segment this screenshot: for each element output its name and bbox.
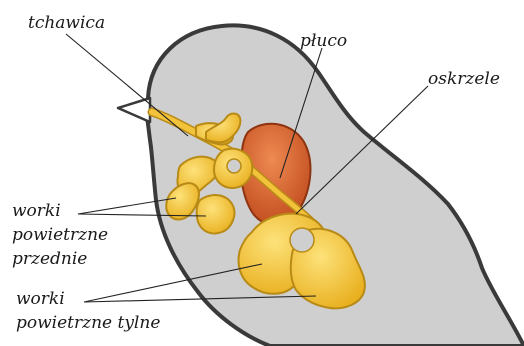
label-anterior-sacs-line3: przednie bbox=[12, 249, 87, 269]
label-anterior-sacs-line1: worki bbox=[12, 201, 61, 221]
beak bbox=[118, 98, 150, 122]
label-posterior-sacs-line1: worki bbox=[16, 289, 65, 309]
posterior-sac-opening bbox=[290, 228, 314, 252]
label-trachea: tchawica bbox=[28, 13, 105, 33]
anterior-sac-opening bbox=[227, 159, 241, 173]
label-posterior-sacs-line2: powietrzne tylne bbox=[16, 313, 160, 333]
label-bronchus: oskrzele bbox=[428, 69, 500, 89]
label-anterior-sacs-line2: powietrzne bbox=[12, 225, 108, 245]
label-lung: płuco bbox=[300, 31, 347, 51]
